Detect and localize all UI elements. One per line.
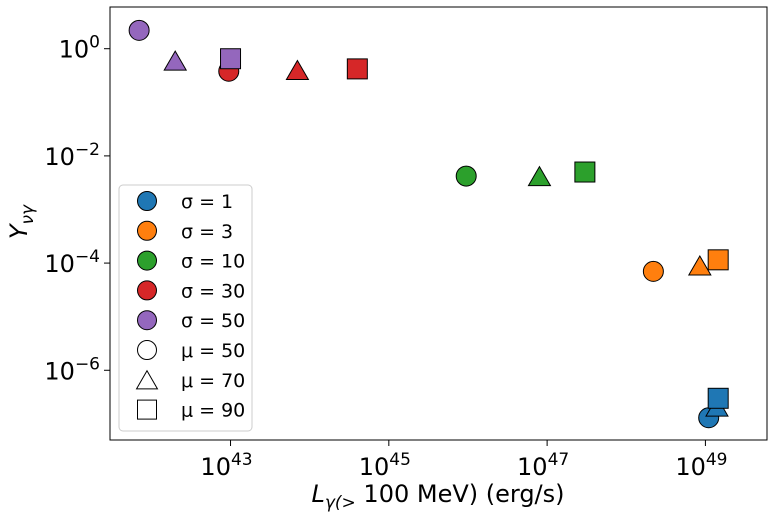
legend-marker xyxy=(137,399,157,420)
data-point-sigma3-mu70 xyxy=(687,255,712,276)
legend-label: σ = 1 xyxy=(181,191,233,213)
y-tick-label: 100 xyxy=(59,33,100,64)
x-axis-label: Lγ(> 100 MeV) (erg/s) xyxy=(311,480,564,513)
data-point-sigma30-mu70 xyxy=(285,59,310,81)
legend-marker xyxy=(137,250,157,271)
data-point-sigma10-mu50 xyxy=(455,165,477,187)
x-axis-ticks: 1043 1045 1047 1049 xyxy=(200,440,728,481)
data-point-sigma10-mu90 xyxy=(574,161,596,183)
legend-label: σ = 50 xyxy=(181,310,245,332)
legend-label: σ = 10 xyxy=(181,251,245,273)
legend-marker xyxy=(135,369,159,390)
data-point-sigma10-mu70 xyxy=(527,165,552,187)
legend-marker xyxy=(137,280,157,301)
data-point-sigma3-mu90 xyxy=(707,249,729,271)
x-tick-label: 1049 xyxy=(675,450,727,481)
data-points xyxy=(128,19,729,429)
legend-box xyxy=(118,184,253,432)
x-tick-label: 1043 xyxy=(200,450,252,481)
data-point-sigma50-mu50 xyxy=(128,19,150,41)
y-tick-label: 10−4 xyxy=(44,247,100,278)
data-point-sigma1-mu90 xyxy=(707,387,729,409)
legend-label: μ = 90 xyxy=(181,400,245,422)
data-point-sigma50-mu70 xyxy=(163,50,188,71)
legend-label: μ = 50 xyxy=(181,340,245,362)
data-point-sigma3-mu50 xyxy=(642,260,664,282)
legend-marker xyxy=(137,310,157,331)
x-tick-label: 1047 xyxy=(517,450,569,481)
x-tick-label: 1045 xyxy=(359,450,411,481)
y-axis-label: Yνγ xyxy=(5,204,38,239)
y-tick-label: 10−2 xyxy=(44,140,100,171)
y-axis-ticks: 100 10−2 10−4 10−6 xyxy=(44,33,110,385)
legend-label: μ = 70 xyxy=(181,370,245,392)
legend-label: σ = 3 xyxy=(181,221,233,243)
legend-label: σ = 30 xyxy=(181,280,245,302)
legend: σ = 1 σ = 3 σ = 10 σ = 30 σ = 50 μ = 50 μ = 70… xyxy=(118,184,253,432)
legend-marker xyxy=(137,220,157,241)
data-point-sigma30-mu90 xyxy=(346,58,368,80)
y-tick-label: 10−6 xyxy=(44,354,100,385)
legend-marker xyxy=(137,340,157,360)
data-point-sigma50-mu90 xyxy=(220,48,242,70)
plot-frame xyxy=(109,6,768,441)
legend-marker xyxy=(137,191,157,211)
